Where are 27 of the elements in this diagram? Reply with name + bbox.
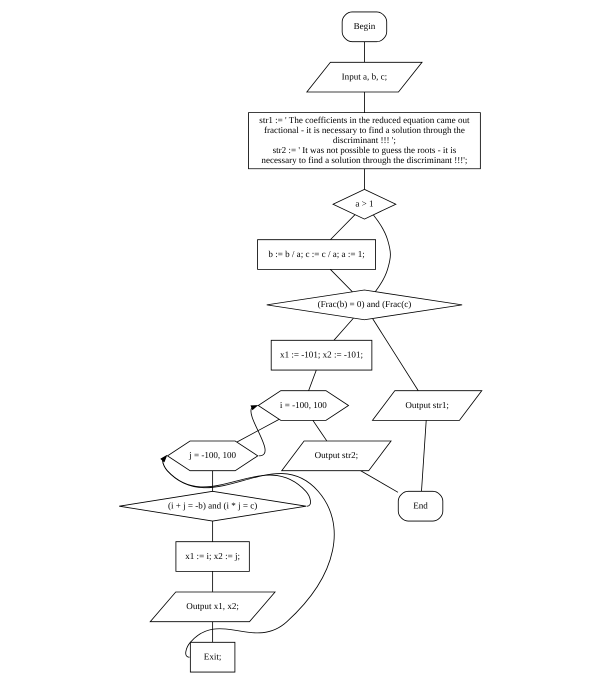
connector [212, 520, 213, 542]
arrow [160, 454, 334, 658]
connector [372, 214, 390, 292]
connector [330, 269, 352, 292]
connector [420, 420, 426, 492]
connector [312, 420, 327, 442]
connector [212, 621, 213, 643]
node-box: Begin [341, 12, 387, 42]
node-box: str1 := ' The coefficients in the reduced equation came out fractional - it is necessary to find a solution through the discriminant !!! '; str2 := ' It was not possible to guess the roots - it is necessary to find a solution through the discriminant !!!'; [248, 112, 480, 170]
node-box: x1 := i; x2 := j; [175, 541, 250, 572]
connector [212, 571, 213, 592]
node-box: x1 := -101; x2 := -101; [270, 340, 372, 370]
node-diamond: (Frac(b) = 0) and (Frac(c) [266, 290, 462, 320]
arrow [250, 405, 265, 456]
connector [333, 318, 354, 341]
node-box: b := b / a; c := c / a; a := 1; [256, 239, 376, 270]
connector [236, 418, 279, 442]
arrow [160, 454, 310, 507]
connector [308, 370, 316, 391]
connector [330, 214, 355, 240]
node-diamond: a > 1 [332, 188, 396, 220]
node-box: Exit; [189, 642, 235, 672]
node-diamond: (i + j = -b) and (i * j = c) [118, 490, 306, 522]
connector [372, 318, 418, 391]
connector [360, 470, 398, 493]
connector [212, 470, 213, 492]
node-box: End [397, 490, 443, 522]
